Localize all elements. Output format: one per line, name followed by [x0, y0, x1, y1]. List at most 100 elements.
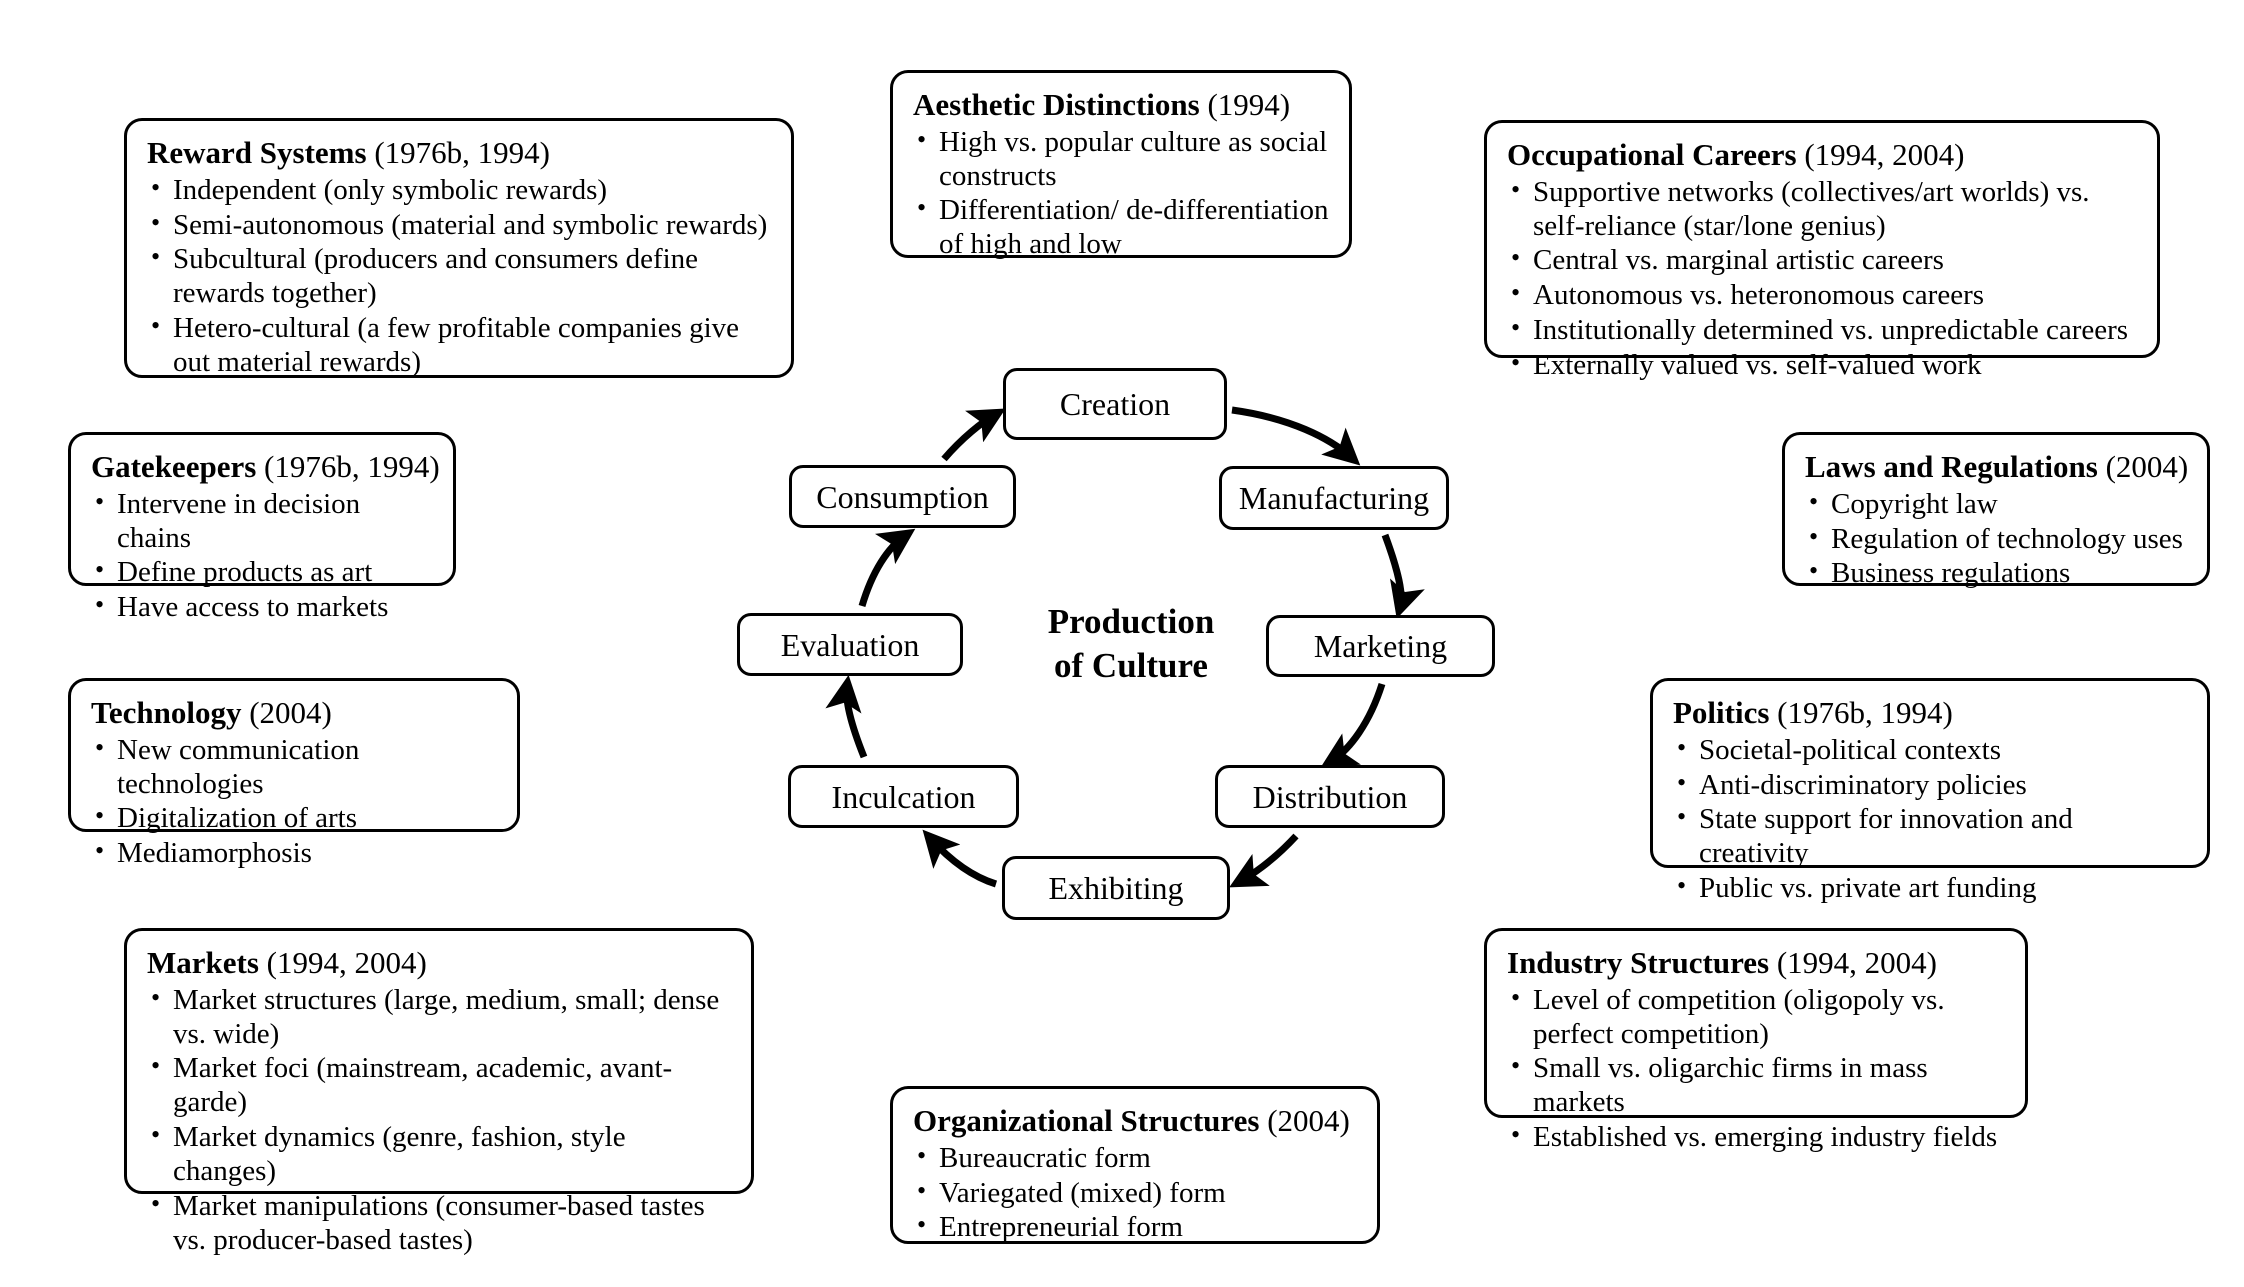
list-item: Business regulations [1805, 556, 2187, 591]
list-item: Societal-political contexts [1673, 733, 2187, 768]
arrow-marketing-to-distribution [1320, 682, 1386, 768]
list-item: New communication technologies [91, 733, 497, 802]
reward-systems-years: (1976b, 1994) [374, 135, 550, 170]
aesthetic-distinctions-bullets: High vs. popular culture as social const… [913, 125, 1329, 263]
concept-box-politics: Politics (1976b, 1994) Societal-politica… [1650, 678, 2210, 904]
cycle-node-exhibiting[interactable]: Exhibiting [1002, 856, 1230, 920]
concept-box-reward-systems: Reward Systems (1976b, 1994) Independent… [124, 118, 794, 378]
industry-structures-bullets: Level of competition (oligopoly vs. perf… [1507, 983, 2005, 1156]
occupational-careers-title: Occupational Careers (1994, 2004) [1507, 137, 2137, 174]
technology-years: (2004) [249, 695, 332, 730]
gatekeepers-title: Gatekeepers (1976b, 1994) [91, 449, 440, 486]
concept-box-aesthetic-distinctions: Aesthetic Distinctions (1994) High vs. p… [890, 70, 1352, 260]
cycle-node-distribution-label: Distribution [1252, 778, 1408, 815]
cycle-node-distribution[interactable]: Distribution [1215, 765, 1445, 828]
list-item: Externally valued vs. self-valued work [1507, 348, 2137, 383]
cycle-node-inculcation[interactable]: Inculcation [788, 765, 1019, 828]
organizational-structures-title: Organizational Structures (2004) [913, 1103, 1357, 1140]
list-item: Semi-autonomous (material and symbolic r… [147, 208, 771, 243]
list-item: Market dynamics (genre, fashion, style c… [147, 1120, 731, 1189]
cycle-node-evaluation-label: Evaluation [780, 626, 920, 663]
arrow-exhibiting-to-inculcation [922, 829, 998, 888]
cycle-node-exhibiting-label: Exhibiting [1048, 870, 1184, 906]
occupational-careers-bullets: Supportive networks (collectives/art wor… [1507, 175, 2137, 384]
reward-systems-title: Reward Systems (1976b, 1994) [147, 135, 771, 172]
list-item: Anti-discriminatory policies [1673, 768, 2187, 803]
concept-box-markets: Markets (1994, 2004) Market structures (… [124, 928, 754, 1256]
list-item: Public vs. private art funding [1673, 871, 2187, 906]
list-item: Digitalization of arts [91, 801, 497, 836]
aesthetic-distinctions-title: Aesthetic Distinctions (1994) [913, 87, 1329, 124]
list-item: Define products as art [91, 555, 433, 590]
concept-box-laws-and-regulations: Laws and Regulations (2004) Copyright la… [1782, 432, 2210, 589]
laws-and-regulations-title-text: Laws and Regulations [1805, 449, 2098, 484]
concept-box-industry-structures: Industry Structures (1994, 2004) Level o… [1484, 928, 2028, 1153]
arrow-distribution-to-exhibiting [1229, 833, 1299, 888]
organizational-structures-bullets: Bureaucratic form Variegated (mixed) for… [913, 1141, 1357, 1246]
list-item: Hetero-cultural (a few profitable compan… [147, 311, 771, 380]
arrow-consumption-to-creation [941, 408, 1006, 462]
list-item: Market foci (mainstream, academic, avant… [147, 1051, 731, 1120]
aesthetic-distinctions-years: (1994) [1207, 87, 1291, 122]
concept-box-technology: Technology (2004) New communication tech… [68, 678, 520, 869]
cycle-node-manufacturing[interactable]: Manufacturing [1219, 466, 1449, 530]
list-item: Market structures (large, medium, small;… [147, 983, 731, 1052]
cycle-node-marketing-label: Marketing [1313, 628, 1448, 664]
cycle-node-marketing[interactable]: Marketing [1266, 615, 1495, 677]
markets-years: (1994, 2004) [266, 945, 427, 980]
list-item: Small vs. oligarchic firms in mass marke… [1507, 1051, 2005, 1120]
reward-systems-bullets: Independent (only symbolic rewards) Semi… [147, 173, 771, 381]
cycle-node-creation[interactable]: Creation [1003, 368, 1227, 440]
list-item: Level of competition (oligopoly vs. perf… [1507, 983, 2005, 1052]
cycle-node-evaluation[interactable]: Evaluation [737, 613, 963, 676]
list-item: Copyright law [1805, 487, 2187, 522]
list-item: Bureaucratic form [913, 1141, 1357, 1176]
industry-structures-years: (1994, 2004) [1776, 945, 1937, 980]
occupational-careers-title-text: Occupational Careers [1507, 137, 1797, 172]
arrow-creation-to-manufacturing [1231, 406, 1361, 466]
list-item: Variegated (mixed) form [913, 1176, 1357, 1211]
politics-title-text: Politics [1673, 695, 1770, 730]
politics-bullets: Societal-political contexts Anti-discrim… [1673, 733, 2187, 907]
organizational-structures-years: (2004) [1267, 1103, 1350, 1138]
list-item: Have access to markets [91, 590, 433, 625]
arrow-manufacturing-to-marketing [1381, 533, 1425, 619]
cycle-node-manufacturing-label: Manufacturing [1238, 480, 1430, 516]
technology-title-text: Technology [91, 695, 242, 730]
arrow-evaluation-to-consumption [858, 528, 916, 607]
cycle-node-consumption[interactable]: Consumption [789, 465, 1016, 528]
list-item: State support for innovation and creativ… [1673, 802, 2187, 871]
center-title: Production of Culture [1047, 602, 1215, 685]
politics-title: Politics (1976b, 1994) [1673, 695, 2187, 732]
gatekeepers-bullets: Intervene in decision chains Define prod… [91, 487, 433, 626]
list-item: Regulation of technology uses [1805, 522, 2187, 557]
cycle-node-inculcation-label: Inculcation [831, 778, 976, 815]
arrow-inculcation-to-evaluation [825, 674, 868, 759]
gatekeepers-years: (1976b, 1994) [264, 449, 440, 484]
technology-title: Technology (2004) [91, 695, 497, 732]
laws-and-regulations-title: Laws and Regulations (2004) [1805, 449, 2189, 486]
markets-title: Markets (1994, 2004) [147, 945, 731, 982]
list-item: Independent (only symbolic rewards) [147, 173, 771, 208]
reward-systems-title-text: Reward Systems [147, 135, 367, 170]
markets-title-text: Markets [147, 945, 259, 980]
list-item: Entrepreneurial form [913, 1210, 1357, 1245]
gatekeepers-title-text: Gatekeepers [91, 449, 257, 484]
list-item: High vs. popular culture as social const… [913, 125, 1329, 194]
list-item: Differentiation/ de-differentiation of h… [913, 193, 1329, 262]
list-item: Supportive networks (collectives/art wor… [1507, 175, 2137, 244]
list-item: Central vs. marginal artistic careers [1507, 243, 2137, 278]
cycle-node-creation-label: Creation [1059, 386, 1171, 422]
concept-box-organizational-structures: Organizational Structures (2004) Bureauc… [890, 1086, 1380, 1244]
laws-and-regulations-years: (2004) [2105, 449, 2189, 484]
list-item: Market manipulations (consumer-based tas… [147, 1189, 731, 1258]
list-item: Established vs. emerging industry fields [1507, 1120, 2005, 1155]
laws-and-regulations-bullets: Copyright law Regulation of technology u… [1805, 487, 2187, 592]
aesthetic-distinctions-title-text: Aesthetic Distinctions [913, 87, 1200, 122]
occupational-careers-years: (1994, 2004) [1804, 137, 1965, 172]
technology-bullets: New communication technologies Digitaliz… [91, 733, 497, 872]
cycle-node-consumption-label: Consumption [816, 478, 989, 515]
industry-structures-title-text: Industry Structures [1507, 945, 1770, 980]
concept-box-gatekeepers: Gatekeepers (1976b, 1994) Intervene in d… [68, 432, 456, 623]
